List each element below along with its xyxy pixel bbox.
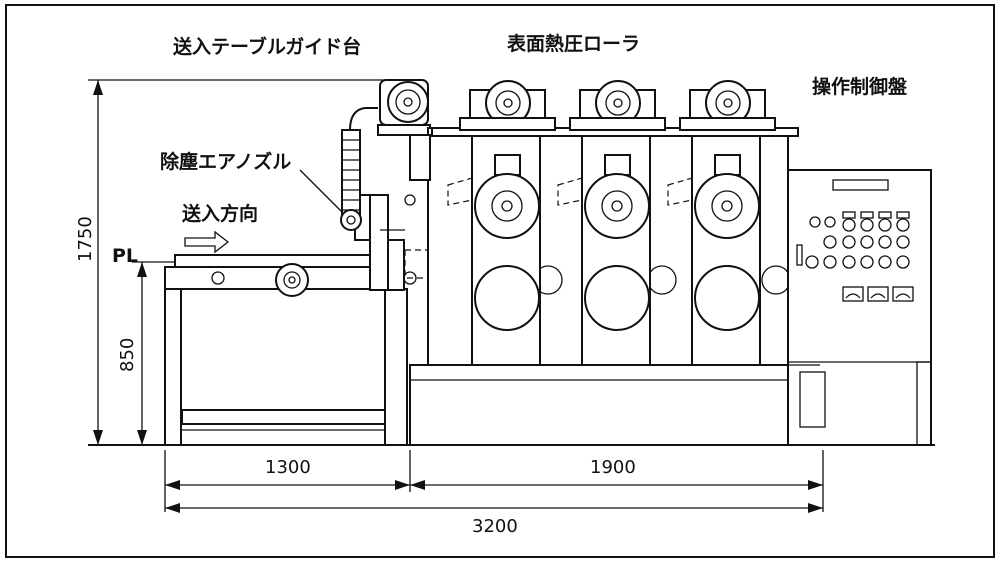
feed-table-guide bbox=[340, 79, 456, 291]
arrow-1300-left bbox=[165, 480, 180, 490]
label-control-panel: 操作制御盤 bbox=[812, 75, 908, 98]
arrow-1900-right bbox=[808, 480, 823, 490]
dim-3200: 3200 bbox=[472, 516, 518, 537]
label-dust-nozzle: 除塵エアノズル bbox=[160, 150, 291, 173]
label-feed-table-guide: 送入テーブルガイド台 bbox=[173, 35, 361, 58]
arrow-850-bottom bbox=[137, 430, 147, 445]
arrow-850-top bbox=[137, 262, 147, 277]
roller-unit-3 bbox=[667, 80, 776, 366]
roller-unit-2 bbox=[557, 80, 666, 366]
roller-unit-1 bbox=[447, 80, 556, 366]
arrow-1900-left bbox=[410, 480, 425, 490]
label-pl: PL bbox=[112, 245, 138, 267]
arrow-3200-right bbox=[808, 503, 823, 513]
control-panel bbox=[787, 169, 932, 446]
dim-850: 850 bbox=[117, 338, 138, 372]
dim-1900: 1900 bbox=[590, 457, 636, 478]
dim-1750: 1750 bbox=[75, 216, 96, 262]
arrow-1750-top bbox=[93, 80, 103, 95]
feed-direction-arrow bbox=[184, 230, 230, 254]
outer-frame bbox=[5, 4, 995, 558]
label-feed-direction: 送入方向 bbox=[182, 202, 258, 225]
feed-table bbox=[164, 254, 408, 446]
arrow-3200-left bbox=[165, 503, 180, 513]
dim-1300: 1300 bbox=[265, 457, 311, 478]
arrow-1300-right bbox=[395, 480, 410, 490]
arrow-1750-bottom bbox=[93, 430, 103, 445]
label-surface-roller: 表面熱圧ローラ bbox=[507, 32, 640, 55]
